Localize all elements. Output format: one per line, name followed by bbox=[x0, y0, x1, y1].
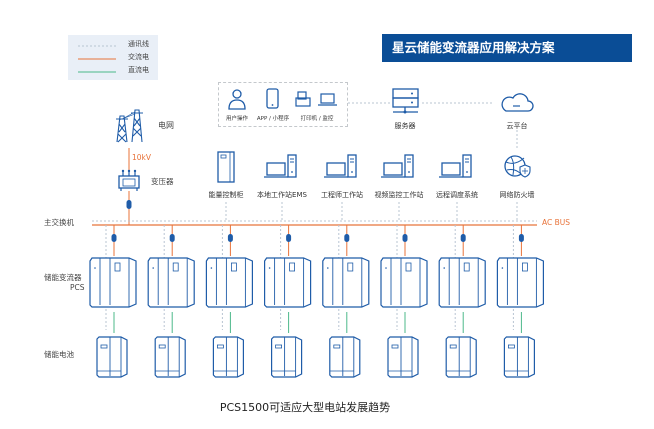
terminal-label-user: 用户操作 bbox=[225, 116, 249, 122]
pcs-sub-label: PCS bbox=[70, 283, 85, 292]
legend-dc-label: 直流电 bbox=[128, 66, 149, 74]
device-label: 视频监控工作站 bbox=[374, 191, 424, 199]
pcs-cabinet-icon bbox=[205, 257, 253, 308]
workstation-icon bbox=[264, 154, 297, 178]
pcs-label: 储能变流器 bbox=[44, 273, 82, 282]
pcs-cabinet-icon bbox=[438, 257, 486, 308]
fuse-icon bbox=[227, 234, 233, 242]
battery-cabinet-icon bbox=[387, 336, 419, 378]
server-label: 服务器 bbox=[394, 122, 416, 130]
workstation-icon bbox=[439, 154, 472, 178]
phone-icon bbox=[266, 88, 279, 109]
pcs-cabinet-icon bbox=[496, 257, 544, 308]
fuse-icon bbox=[402, 234, 408, 242]
transformer-icon bbox=[118, 169, 140, 191]
device-label: 网络防火墙 bbox=[499, 191, 535, 199]
battery-cabinet-icon bbox=[503, 336, 535, 378]
main-switch-label: 主交换机 bbox=[44, 218, 74, 227]
legend-ac-label: 交流电 bbox=[128, 53, 149, 61]
cloud-label: 云平台 bbox=[506, 122, 528, 130]
battery-label: 储能电池 bbox=[44, 350, 74, 359]
cloud-icon bbox=[501, 93, 534, 112]
device-label: 远程调度系统 bbox=[436, 191, 478, 199]
pcs-cabinet-icon bbox=[147, 257, 195, 308]
battery-cabinet-icon bbox=[154, 336, 186, 378]
printer-icon bbox=[295, 91, 311, 107]
server-icon bbox=[392, 88, 419, 114]
pcs-cabinet-icon bbox=[89, 257, 137, 308]
fuse-icon bbox=[169, 234, 175, 242]
battery-cabinet-icon bbox=[212, 336, 244, 378]
pcs-cabinet-icon bbox=[322, 257, 370, 308]
fuse-icon bbox=[286, 234, 292, 242]
laptop-icon bbox=[318, 93, 337, 106]
workstation-icon bbox=[324, 154, 357, 178]
caption: PCS1500可适应大型电站发展趋势 bbox=[219, 401, 391, 414]
legend-comm-label: 通讯线 bbox=[128, 40, 149, 48]
user-icon bbox=[228, 89, 246, 110]
bus-lines bbox=[92, 220, 537, 226]
battery-cabinet-icon bbox=[445, 336, 477, 378]
fuse-icon bbox=[460, 234, 466, 242]
page-title: 星云储能变流器应用解决方案 bbox=[382, 34, 632, 62]
pcs-cabinet-icon bbox=[264, 257, 312, 308]
firewall-icon bbox=[504, 155, 531, 178]
fuse-icon bbox=[518, 234, 524, 242]
terminal-label-app: APP / 小程序 bbox=[256, 116, 290, 122]
device-label: 工程师工作站 bbox=[321, 191, 363, 199]
device-label: 能量控制柜 bbox=[208, 191, 244, 199]
battery-cabinet-icon bbox=[96, 336, 128, 378]
ac-bus-label: AC BUS bbox=[542, 218, 571, 227]
fuse-icon bbox=[126, 200, 132, 209]
comm-lines bbox=[225, 102, 518, 221]
cabinet-icon bbox=[217, 151, 235, 183]
pcs-cabinet-icon bbox=[380, 257, 428, 308]
voltage-label: 10kV bbox=[132, 153, 152, 162]
workstation-icon bbox=[381, 154, 414, 178]
battery-cabinet-icon bbox=[271, 336, 303, 378]
transformer-label: 变压器 bbox=[151, 177, 174, 186]
terminal-label-printer: 打印机 / 监控 bbox=[300, 116, 334, 122]
fuse-icon bbox=[344, 234, 350, 242]
fuse-icon bbox=[111, 234, 117, 242]
grid-label: 电网 bbox=[158, 121, 174, 130]
battery-cabinet-icon bbox=[329, 336, 361, 378]
device-label: 本地工作站EMS bbox=[257, 191, 307, 199]
power-tower-icon bbox=[116, 109, 143, 143]
terminal-group bbox=[218, 82, 348, 127]
